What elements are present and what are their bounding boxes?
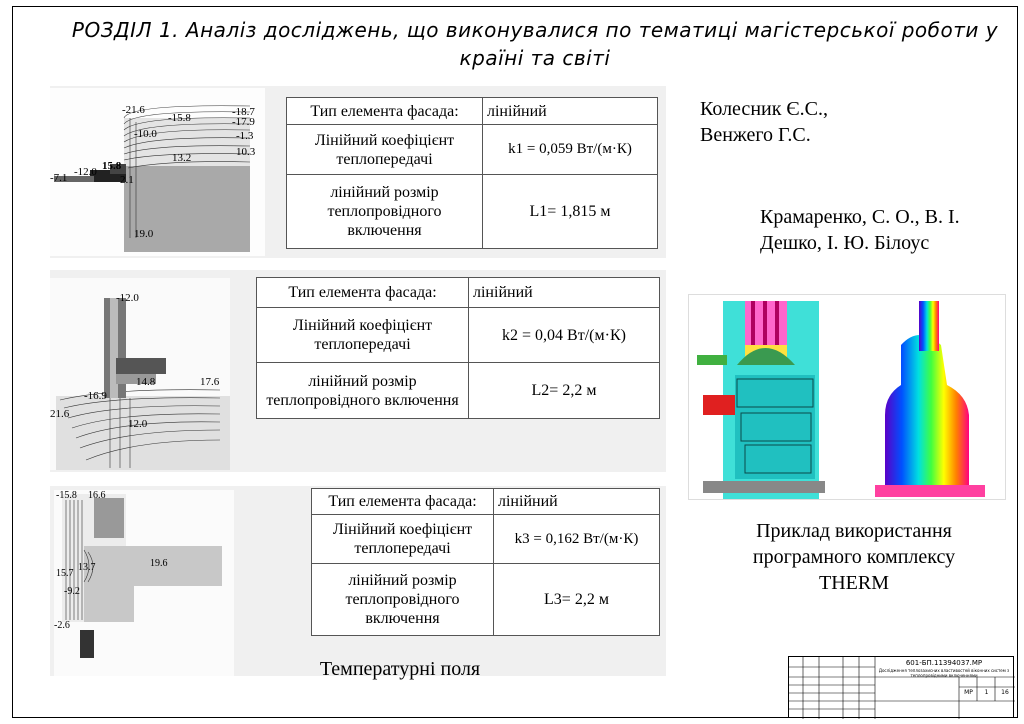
temp-label: 10.3 (236, 146, 256, 158)
coefficient-value: k1 = 0,059 Вт/(м·К) (482, 123, 658, 176)
temp-label: 16.6 (88, 490, 106, 501)
sheet-number: 1 (984, 689, 989, 696)
temp-label: -15.8 (56, 490, 77, 501)
size-value: L3= 2,2 м (493, 563, 660, 636)
type-value: лінійний (468, 277, 660, 308)
temp-label: 17.6 (200, 376, 220, 388)
author-citation-2: Крамаренко, С. О., В. І. Дешко, І. Ю. Бі… (760, 206, 960, 254)
temp-label: 15.7 (56, 568, 74, 579)
drawing-frame (12, 6, 1018, 718)
page-title: РОЗДІЛ 1. Аналіз досліджень, що виконува… (71, 18, 999, 70)
type-label: Тип елемента фасада: (286, 97, 483, 125)
temperature-field-2: -12.0 -16.9 14.8 17.6 21.6 12.0 (50, 278, 230, 470)
temp-label: 14.8 (136, 376, 156, 388)
temp-label: -18.7 (232, 106, 255, 118)
temp-label: -10.0 (134, 128, 157, 140)
temp-label: -16.9 (84, 390, 107, 402)
temperature-fields-caption: Температурні поля (319, 658, 481, 680)
coefficient-label: Лінійний коефіцієнт теплопередачі (311, 514, 494, 565)
title-block: 601-БП.11394037.МР Дослідження теплозахи… (788, 656, 1015, 719)
document-code: 601-БП.11394037.МР (905, 659, 983, 667)
temp-label: -1.3 (236, 130, 254, 142)
info-table-1: Тип елемента фасада:лінійний Лінійний ко… (286, 97, 658, 249)
temp-label: 13.2 (172, 152, 192, 164)
info-table-2: Тип елемента фасада:лінійний Лінійний ко… (256, 277, 660, 419)
temperature-field-3: -15.8 16.6 19.6 13.7 15.7 -9.2 -2.6 (54, 490, 234, 676)
document-subtitle: Дослідження теплозахисних властивостей в… (878, 668, 1010, 678)
temp-label: -17.9 (232, 116, 255, 128)
temp-label: -12.0 (116, 292, 139, 304)
temp-label: -12.0 (74, 166, 97, 178)
temp-label: 19.0 (134, 228, 154, 240)
sheet-label: МР (964, 689, 973, 696)
temp-label: 2.1 (120, 174, 134, 186)
sheet-count: 16 (1001, 689, 1009, 696)
coefficient-label: Лінійний коефіцієнт теплопередачі (286, 123, 483, 176)
coefficient-value: k3 = 0,162 Вт/(м·К) (493, 514, 660, 565)
temp-label: 13.7 (78, 562, 96, 573)
temp-label: -7.1 (50, 172, 68, 184)
temp-label: -9.2 (64, 586, 80, 597)
size-value: L1= 1,815 м (482, 174, 658, 249)
type-label: Тип елемента фасада: (256, 277, 469, 308)
temperature-field-1: -21.6 -15.8 -18.7 -17.9 -10.0 -1.3 13.2 … (50, 88, 265, 256)
temp-label: -2.6 (54, 620, 70, 631)
coefficient-label: Лінійний коефіцієнт теплопередачі (256, 306, 469, 364)
temp-label: 19.6 (150, 558, 168, 569)
temp-label: 21.6 (50, 408, 70, 420)
info-table-3: Тип елемента фасада:лінійний Лінійний ко… (311, 487, 660, 636)
temp-label: 15.8 (102, 160, 122, 172)
temp-label: -15.8 (168, 112, 191, 124)
size-label: лінійний розмір теплопровідного включенн… (311, 563, 494, 636)
type-value: лінійний (482, 97, 658, 125)
type-label: Тип елемента фасада: (311, 487, 494, 516)
temp-label: 12.0 (128, 418, 148, 430)
therm-illustration (688, 294, 1006, 500)
type-value: лінійний (493, 487, 660, 516)
therm-caption: Приклад використання програмного комплек… (752, 520, 956, 594)
coefficient-value: k2 = 0,04 Вт/(м·К) (468, 306, 660, 364)
temp-label: -21.6 (122, 104, 145, 116)
size-label: лінійний розмір теплопровідного включенн… (286, 174, 483, 249)
size-value: L2= 2,2 м (468, 362, 660, 419)
size-label: лінійний розмір теплопровідного включенн… (256, 362, 469, 419)
author-citation-1: Колесник Є.С., Венжего Г.С. (700, 98, 828, 146)
